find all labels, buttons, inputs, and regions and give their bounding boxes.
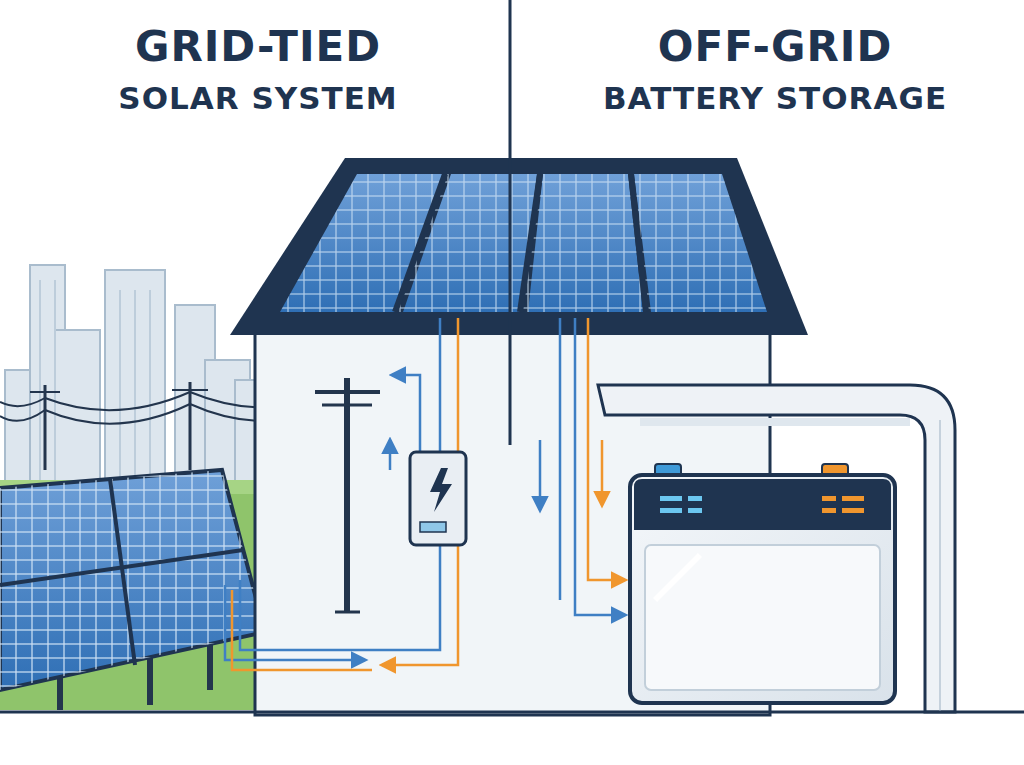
battery-housing: [598, 385, 955, 712]
heading-sub: SOLAR SYSTEM: [118, 80, 397, 116]
divider: [509, 0, 512, 445]
city-skyline: [5, 265, 265, 510]
utility-pole: [315, 378, 380, 612]
ground-line: [0, 711, 1024, 714]
heading-main: GRID-TIED: [135, 22, 381, 71]
inverter: [410, 452, 466, 545]
battery-flow-lines: [540, 318, 625, 615]
roof-solar-panels: [230, 158, 808, 335]
heading-main: OFF-GRID: [658, 22, 893, 71]
battery-unit: [630, 464, 895, 703]
heading-sub: BATTERY STORAGE: [603, 80, 947, 116]
